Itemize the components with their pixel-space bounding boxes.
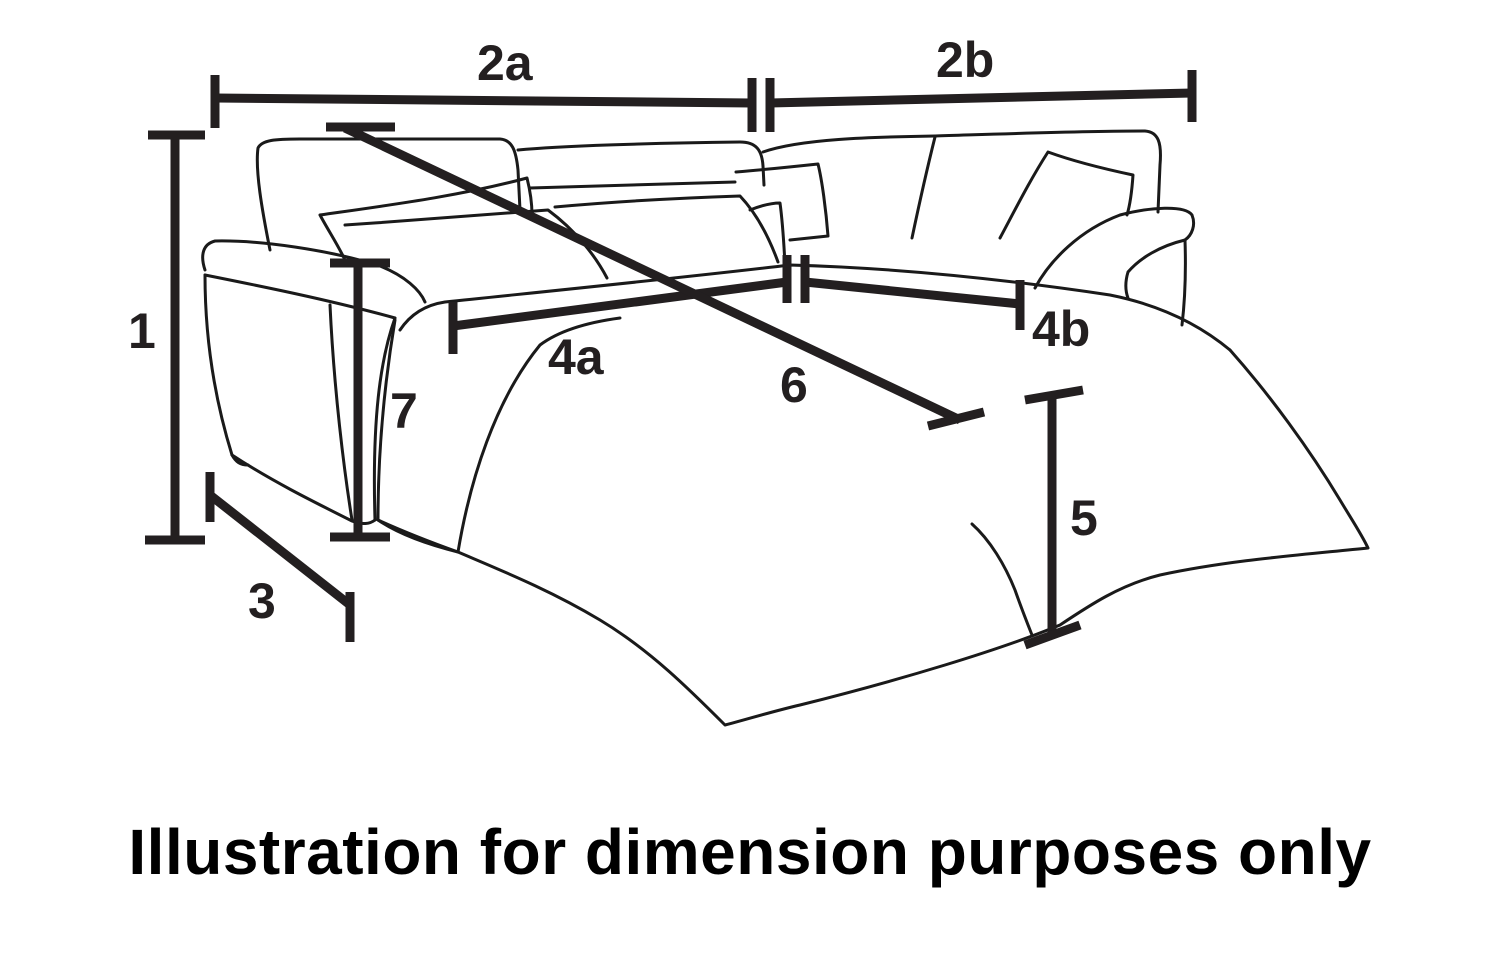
label-2a: 2a — [477, 35, 534, 91]
scatter-cushion-right — [998, 150, 1135, 240]
label-6: 6 — [780, 357, 808, 413]
label-4b: 4b — [1032, 301, 1090, 357]
label-2b: 2b — [936, 32, 994, 88]
label-3: 3 — [248, 573, 276, 629]
left-back-cushion — [255, 137, 522, 252]
mattress-left-fold — [376, 318, 460, 554]
middle-back-cushion — [516, 140, 766, 187]
right-arm — [1033, 206, 1196, 300]
label-4a: 4a — [548, 329, 605, 385]
label-1: 1 — [128, 303, 156, 359]
dimension-lines — [145, 70, 1197, 650]
left-arm — [201, 239, 427, 304]
mattress-top — [398, 263, 1232, 352]
scatter-cushion-middle — [553, 194, 787, 267]
label-5: 5 — [1070, 490, 1098, 546]
right-back-cushions — [761, 129, 1162, 214]
mattress-drape — [456, 348, 1370, 727]
dimension-labels: 1 2a 2b 3 4a 4b 5 6 7 — [128, 32, 1098, 629]
sofa-bed-drawing — [201, 129, 1370, 727]
scatter-cushion-corner — [734, 162, 830, 242]
caption: Illustration for dimension purposes only — [128, 816, 1372, 888]
label-7: 7 — [390, 383, 418, 439]
